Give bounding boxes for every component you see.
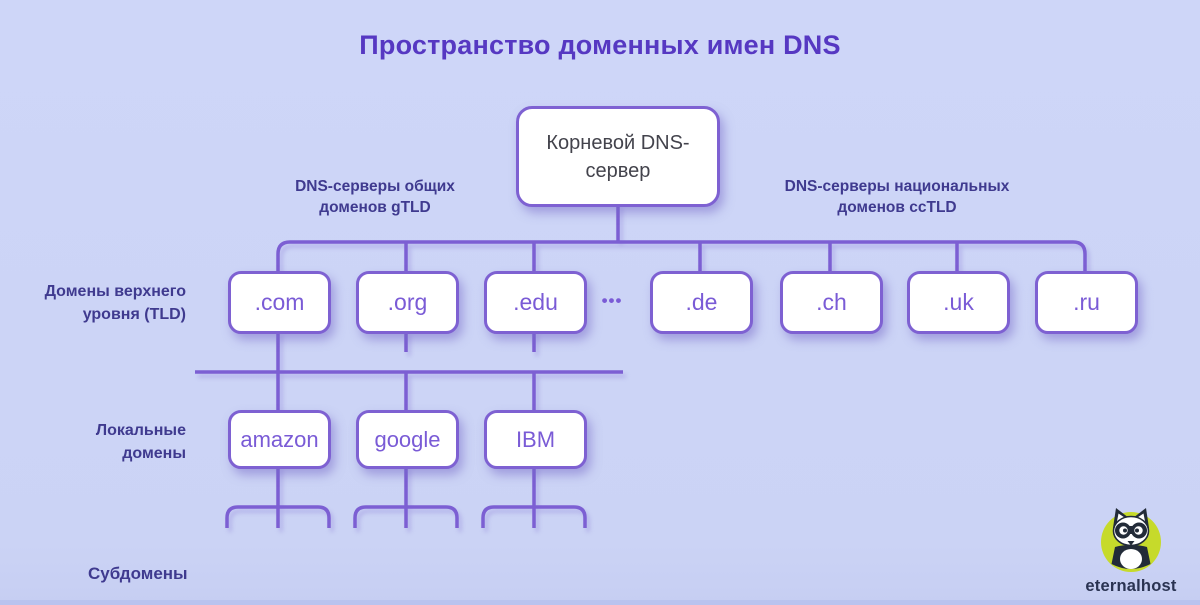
node-tld-ch: .ch: [780, 271, 883, 334]
connector-subdomain-fork-google: [353, 505, 459, 528]
bottom-edge-strip: [0, 600, 1200, 605]
connector-subdomain-fork-ibm: [481, 505, 587, 528]
eternalhost-logo-text: eternalhost: [1085, 577, 1177, 595]
label-subdomains-row: Субдомены: [88, 564, 188, 583]
node-root-dns-server: Корневой DNS- сервер: [516, 106, 720, 207]
eternalhost-mascot-icon: [1101, 508, 1161, 572]
label-cctld-servers: DNS-серверы национальных доменов ccTLD: [784, 178, 1010, 216]
node-tld-org: .org: [356, 271, 459, 334]
node-local-ibm: IBM: [484, 410, 587, 469]
connector-local-drops: [404, 372, 536, 410]
node-local-amazon: amazon: [228, 410, 331, 469]
connector-subdomain-stems: [276, 465, 536, 528]
node-tld-ru: .ru: [1035, 271, 1138, 334]
eternalhost-logo: eternalhost: [1076, 500, 1186, 596]
node-tld-de: .de: [650, 271, 753, 334]
diagram-title: Пространство доменных имен DNS: [359, 30, 841, 60]
connector-tld-stubs: [404, 242, 959, 271]
label-tld-row: Домены верхнего уровня (TLD): [44, 283, 186, 323]
node-tld-edu: .edu: [484, 271, 587, 334]
connector-org-edu-stubs: [404, 331, 536, 352]
tld-ellipsis: •••: [601, 291, 623, 310]
node-tld-uk: .uk: [907, 271, 1010, 334]
label-local-row: Локальные домены: [95, 422, 186, 462]
label-gtld-servers: DNS-серверы общих доменов gTLD: [295, 178, 455, 216]
node-local-google: google: [356, 410, 459, 469]
connector-tld-bus: [276, 240, 1087, 271]
node-tld-com: .com: [228, 271, 331, 334]
connector-subdomain-fork-amazon: [225, 505, 331, 528]
